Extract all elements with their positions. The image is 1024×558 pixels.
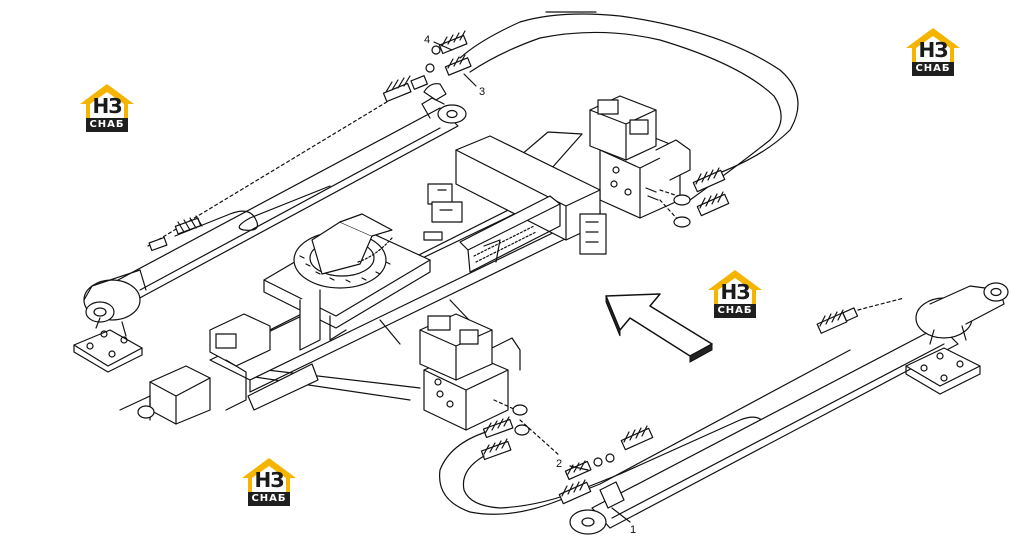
left-cylinder [73, 97, 467, 373]
callout-4-leader [433, 41, 453, 51]
watermark-logo-icon: НЗ СНАБ [706, 268, 764, 322]
callout-3: 3 [479, 86, 486, 98]
callout-4: 4 [424, 34, 431, 46]
lower-valve [419, 313, 530, 461]
callout-3-leader [463, 73, 477, 87]
watermark-logo-icon: НЗ СНАБ [904, 26, 962, 80]
direction-arrow-icon [605, 293, 713, 363]
logo-top-text: НЗ [92, 94, 123, 118]
callout-2: 2 [556, 458, 563, 470]
logo-bottom-text: СНАБ [717, 305, 753, 316]
callout-1-leader [611, 507, 631, 523]
logo-bottom-text: СНАБ [251, 493, 287, 504]
center-frame [119, 135, 607, 425]
logo-top-text: НЗ [918, 38, 949, 62]
watermark-logo-icon: НЗ СНАБ [240, 456, 298, 510]
watermark-logo-icon: НЗ СНАБ [78, 82, 136, 136]
upper-hoses [425, 11, 799, 201]
left-hose [147, 75, 447, 252]
logo-bottom-text: СНАБ [89, 119, 125, 130]
logo-top-text: НЗ [720, 280, 751, 304]
callout-2-leader [569, 465, 589, 471]
upper-right-valve [589, 95, 730, 228]
logo-bottom-text: СНАБ [915, 63, 951, 74]
right-cylinder [569, 282, 1009, 535]
logo-top-text: НЗ [254, 468, 285, 492]
callout-1: 1 [630, 524, 637, 536]
